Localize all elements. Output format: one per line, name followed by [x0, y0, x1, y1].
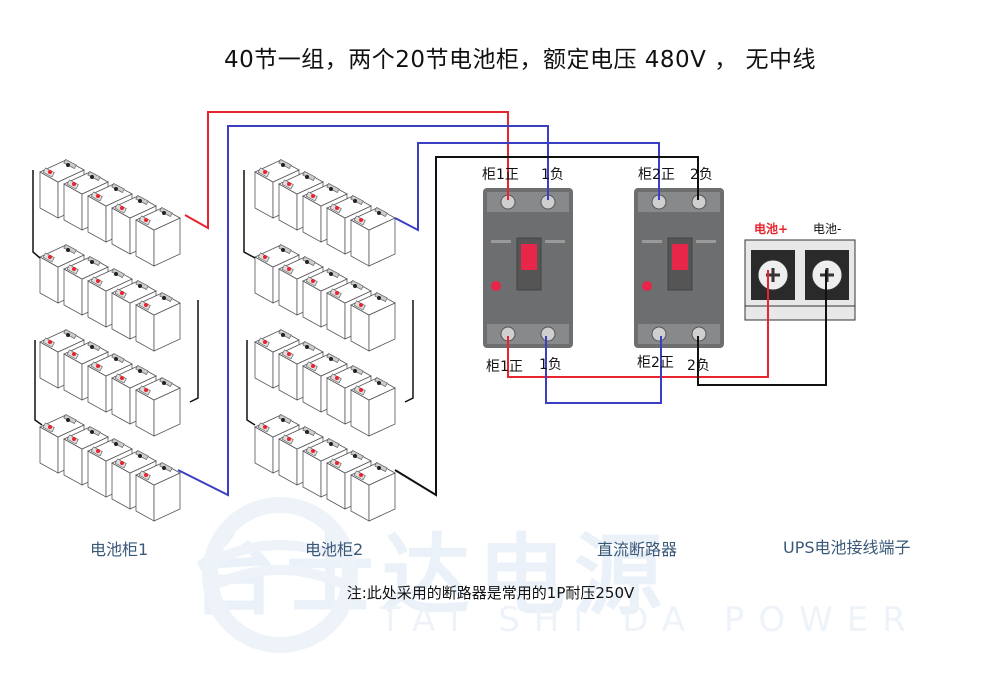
breaker1-bottom-positive-label: 柜1正	[486, 359, 523, 375]
battery-cabinet-1-pack	[32, 158, 199, 522]
wires	[177, 111, 827, 497]
wire-cabinet1-negative	[177, 125, 549, 497]
cabinet2-caption: 电池柜2	[305, 540, 364, 559]
breaker1-top-positive-label: 柜1正	[482, 167, 519, 183]
breaker2-bottom-positive-label: 柜2正	[637, 355, 674, 371]
breaker2-top-negative-label: 2负	[690, 167, 713, 183]
note-text: 注:此处采用的断路器是常用的1P耐压250V	[346, 584, 635, 602]
ups-terminal-block	[744, 239, 856, 321]
watermark-english: TAI SHI DA POWER	[380, 600, 920, 640]
wire-breaker2-to-ups-negative	[697, 270, 827, 386]
diagram-title: 40节一组，两个20节电池柜，额定电压 480V ， 无中线	[223, 47, 817, 73]
breaker2-bottom-negative-label: 2负	[687, 358, 710, 374]
ups-positive-label: 电池+	[754, 222, 789, 236]
wire-cabinet1-positive	[184, 111, 509, 230]
battery-cabinet-2-pack	[243, 158, 414, 522]
ups-negative-label: 电池-	[813, 222, 842, 236]
wire-breaker-series-link	[545, 336, 662, 404]
ups-terminal-caption: UPS电池接线端子	[783, 538, 911, 557]
breaker1-bottom-negative-label: 1负	[539, 357, 562, 373]
wire-cabinet2-positive	[394, 142, 660, 232]
wire-cabinet2-negative	[394, 156, 699, 497]
breaker1-top-negative-label: 1负	[541, 167, 564, 183]
breaker2-top-positive-label: 柜2正	[638, 167, 675, 183]
breaker-caption: 直流断路器	[597, 540, 678, 559]
breaker-2	[634, 188, 724, 348]
breaker-1	[483, 188, 573, 348]
cabinet1-caption: 电池柜1	[90, 540, 149, 559]
wire-breaker1-to-ups-positive	[507, 270, 769, 378]
